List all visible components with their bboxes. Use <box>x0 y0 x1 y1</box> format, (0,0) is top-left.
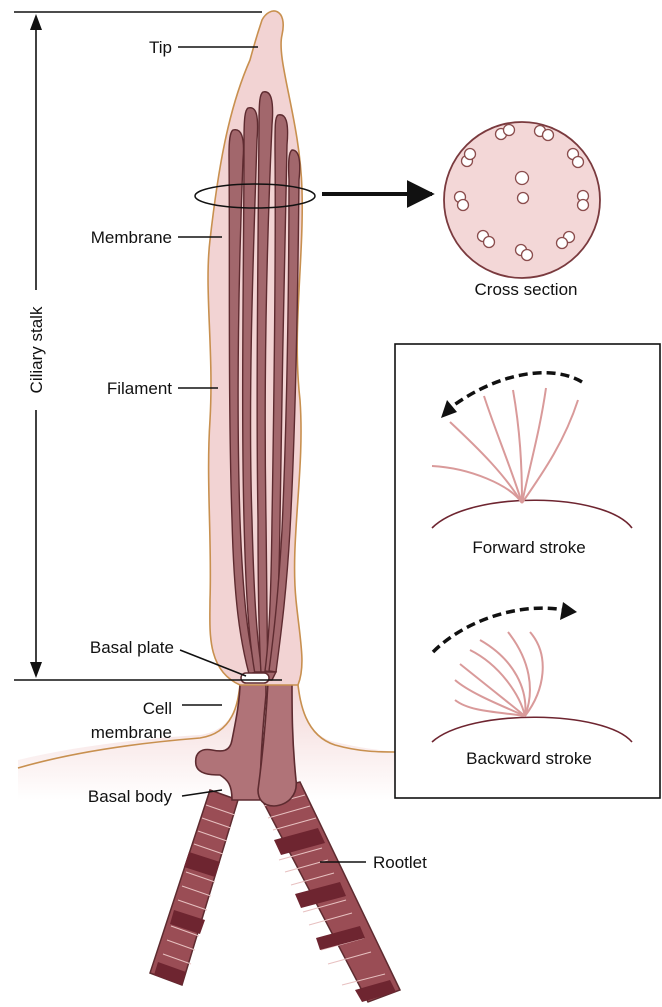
backward-stroke-illustration <box>431 602 633 743</box>
forward-stroke-illustration <box>431 371 633 529</box>
filament-label: Filament <box>107 379 172 398</box>
stroke-panel <box>394 343 661 799</box>
cross-section-ring <box>194 183 316 209</box>
basal-body-label: Basal body <box>88 787 173 806</box>
cross-section-label: Cross section <box>475 280 578 299</box>
ciliary-stalk-label: Ciliary stalk <box>27 306 46 393</box>
rootlet-left <box>149 789 239 986</box>
leader-lines <box>178 46 366 863</box>
cell-membrane-label-line1: Cell <box>143 699 172 718</box>
tip-label: Tip <box>149 38 172 57</box>
forward-stroke-label: Forward stroke <box>472 538 585 557</box>
basal-body <box>194 681 298 807</box>
membrane-label: Membrane <box>91 228 172 247</box>
cell-membrane-label-line2: membrane <box>91 723 172 742</box>
rootlet-label: Rootlet <box>373 853 427 872</box>
rootlet-right <box>256 781 402 1003</box>
cross-section <box>443 121 601 279</box>
basal-plate <box>240 672 270 684</box>
ciliary-stalk-dimension <box>14 11 282 681</box>
cell-body <box>17 684 396 800</box>
basal-plate-label: Basal plate <box>90 638 174 657</box>
backward-stroke-label: Backward stroke <box>466 749 592 768</box>
